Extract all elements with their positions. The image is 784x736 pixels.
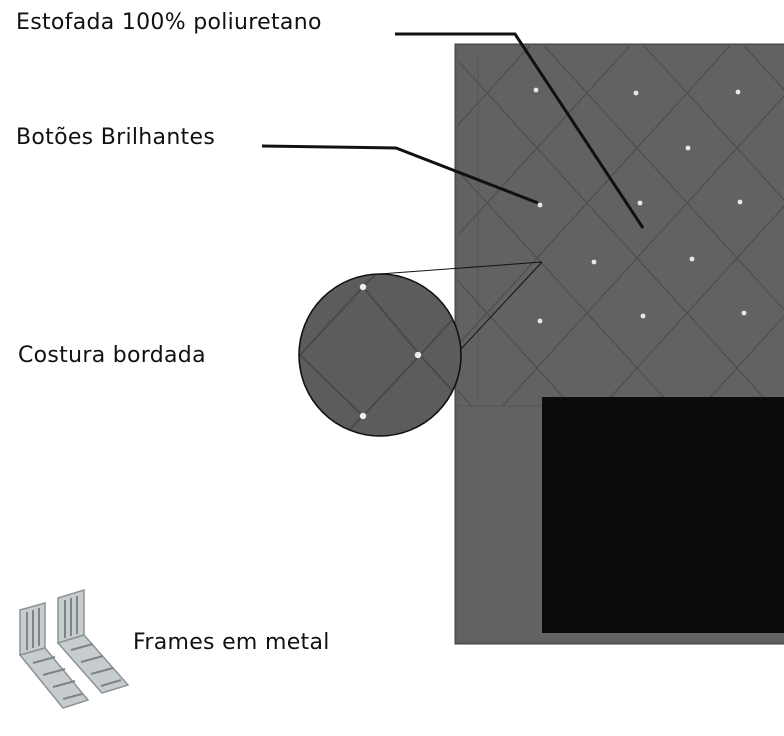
crystal-button-icon <box>741 310 747 316</box>
crystal-button-icon <box>591 259 597 265</box>
stitching-zoom <box>298 261 543 437</box>
metal-bracket-icon <box>18 588 130 709</box>
crystal-button-icon <box>735 89 741 95</box>
label-upholstery: Estofada 100% poliuretano <box>16 10 322 35</box>
mattress-back <box>542 397 784 633</box>
leader-line-upholstery <box>395 32 645 229</box>
label-stitching: Costura bordada <box>18 343 206 368</box>
label-buttons: Botões Brilhantes <box>16 125 216 150</box>
crystal-button-icon <box>640 313 646 319</box>
headboard <box>454 43 784 645</box>
leader-line-buttons <box>261 144 539 205</box>
leader-lines <box>261 32 645 229</box>
crystal-button-icon <box>359 412 367 420</box>
crystal-buttons <box>533 87 747 324</box>
crystal-button-icon <box>533 87 539 93</box>
crystal-button-icon <box>537 202 543 208</box>
quilted-panel <box>458 46 784 406</box>
crystal-button-icon <box>685 145 691 151</box>
label-frames: Frames em metal <box>133 630 330 655</box>
crystal-button-icon <box>689 256 695 262</box>
crystal-button-icon <box>637 200 643 206</box>
crystal-button-icon <box>737 199 743 205</box>
crystal-button-icon <box>537 318 543 324</box>
crystal-button-icon <box>414 351 422 359</box>
crystal-button-icon <box>359 283 367 291</box>
crystal-button-icon <box>633 90 639 96</box>
